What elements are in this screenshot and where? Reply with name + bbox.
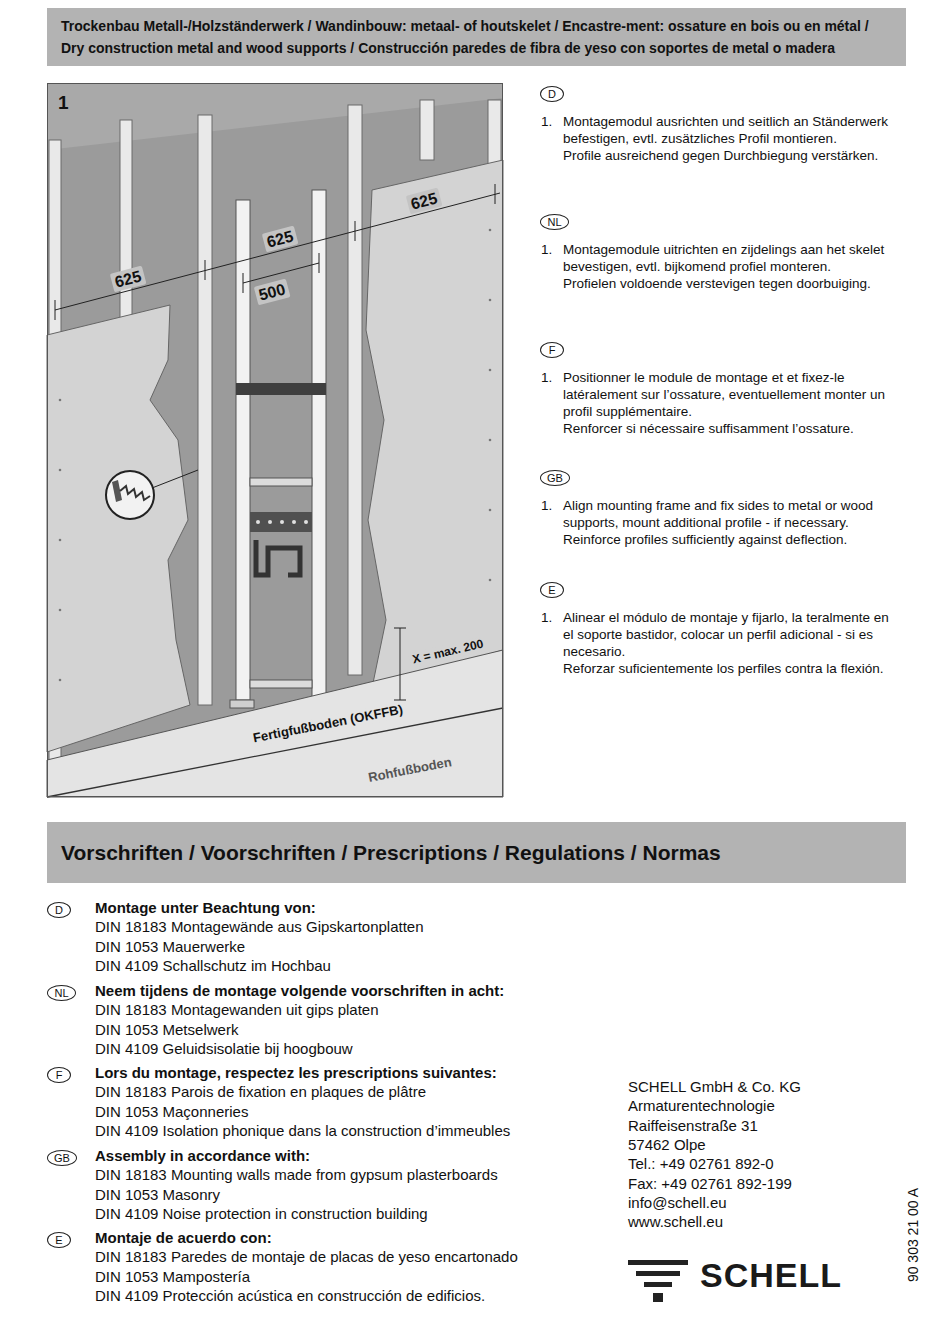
language-code: E: [547, 583, 557, 597]
regulation-line: DIN 1053 Metselwerk: [95, 1020, 238, 1039]
heading-text: Vorschriften / Voorschriften / Prescript…: [61, 836, 892, 870]
regulation-heading: Montage unter Beachtung von:: [95, 898, 316, 917]
regulation-line: DIN 4109 Protección acústica en construc…: [95, 1286, 485, 1305]
address-line: Armaturentechnologie: [628, 1096, 775, 1115]
address-line: info@schell.eu: [628, 1193, 727, 1212]
language-code: D: [547, 87, 557, 101]
language-tag: GB: [47, 1150, 77, 1166]
language-tag: NL: [540, 214, 569, 230]
instruction-text: Profielen voldoende verstevigen tegen do…: [563, 275, 898, 292]
step-number: 1.: [541, 113, 552, 130]
instruction-text: Profile ausreichend gegen Durchbiegung v…: [563, 147, 898, 164]
language-code: F: [547, 343, 557, 357]
instruction-text: Align mounting frame and fix sides to me…: [563, 497, 898, 531]
language-tag: D: [47, 902, 71, 918]
instruction-text: Positionner le module de montage et et f…: [563, 369, 898, 420]
heading-text: Trockenbau Metall-/Holzständerwerk / Wan…: [61, 15, 892, 59]
language-tag: GB: [540, 470, 570, 486]
regulation-line: DIN 4109 Schallschutz im Hochbau: [95, 956, 331, 975]
language-code: NL: [54, 986, 69, 1000]
language-code: F: [54, 1068, 64, 1082]
regulation-heading: Assembly in accordance with:: [95, 1146, 310, 1165]
regulation-line: DIN 1053 Mampostería: [95, 1267, 250, 1286]
address-line: Raiffeisenstraße 31: [628, 1116, 758, 1135]
language-code: D: [54, 903, 64, 917]
figure-number: 1: [58, 92, 492, 114]
regulation-line: DIN 1053 Masonry: [95, 1185, 220, 1204]
address-line: Tel.: +49 02761 892-0: [628, 1154, 774, 1173]
language-tag: NL: [47, 985, 76, 1001]
step-number: 1.: [541, 609, 552, 626]
regulation-line: DIN 4109 Isolation phonique dans la cons…: [95, 1121, 510, 1140]
language-code: NL: [547, 215, 562, 229]
regulation-heading: Lors du montage, respectez les prescript…: [95, 1063, 497, 1082]
language-tag: E: [47, 1232, 71, 1248]
document-number: 90 303 21 00 A: [905, 1188, 921, 1282]
brand-name: SCHELL: [700, 1256, 842, 1294]
regulation-line: DIN 18183 Mounting walls made from gypsu…: [95, 1165, 498, 1184]
step-number: 1.: [541, 241, 552, 258]
instruction-text: Renforcer si nécessaire suffisamment l’o…: [563, 420, 898, 437]
instruction-text: Montagemodule uitrichten en zijdelings a…: [563, 241, 898, 275]
language-code: E: [54, 1233, 64, 1247]
language-tag: F: [47, 1067, 71, 1083]
regulation-line: DIN 4109 Geluidsisolatie bij hoogbouw: [95, 1039, 353, 1058]
regulation-line: DIN 18183 Montagewanden uit gips platen: [95, 1000, 379, 1019]
instruction-text: Alinear el módulo de montaje y fijarlo, …: [563, 609, 898, 660]
language-code: GB: [547, 471, 563, 485]
language-tag: F: [540, 342, 564, 358]
language-tag: D: [540, 86, 564, 102]
address-line: SCHELL GmbH & Co. KG: [628, 1077, 801, 1096]
instruction-text: Montagemodul ausrichten und seitlich an …: [563, 113, 898, 147]
instruction-text: Reforzar suficientemente los perfiles co…: [563, 660, 898, 677]
section-band: Vorschriften / Voorschriften / Prescript…: [47, 822, 906, 883]
language-tag: E: [540, 582, 564, 598]
instruction-text: Reinforce profiles sufficiently against …: [563, 531, 898, 548]
address-line: 57462 Olpe: [628, 1135, 706, 1154]
regulation-line: DIN 18183 Parois de fixation en plaques …: [95, 1082, 426, 1101]
regulation-line: DIN 1053 Maçonneries: [95, 1102, 248, 1121]
brand-logo-icon: [628, 1260, 688, 1302]
regulation-heading: Neem tijdens de montage volgende voorsch…: [95, 981, 504, 1000]
step-number: 1.: [541, 497, 552, 514]
step-number: 1.: [541, 369, 552, 386]
regulation-line: DIN 4109 Noise protection in constructio…: [95, 1204, 428, 1223]
language-code: GB: [54, 1151, 70, 1165]
address-line: Fax: +49 02761 892-199: [628, 1174, 792, 1193]
header-band: Trockenbau Metall-/Holzständerwerk / Wan…: [47, 8, 906, 66]
regulation-heading: Montaje de acuerdo con:: [95, 1228, 272, 1247]
regulation-line: DIN 18183 Paredes de montaje de placas d…: [95, 1247, 518, 1266]
wall-scene: [47, 83, 503, 797]
regulation-line: DIN 18183 Montagewände aus Gipskartonpla…: [95, 917, 424, 936]
regulation-line: DIN 1053 Mauerwerke: [95, 937, 245, 956]
address-line: www.schell.eu: [628, 1212, 723, 1231]
